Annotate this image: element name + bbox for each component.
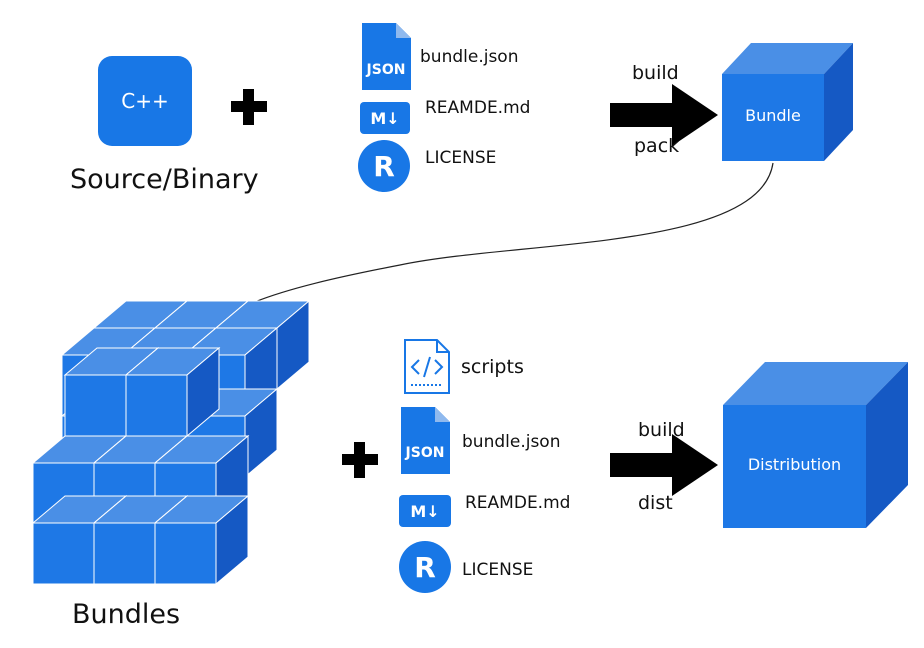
- json-file-icon: JSON: [401, 407, 450, 474]
- markdown-icon: M↓: [399, 495, 451, 527]
- source-label: Source/Binary: [70, 164, 259, 195]
- arrow-label-dist: dist: [638, 492, 673, 514]
- cluster-cube: [153, 494, 250, 586]
- right-arrow-icon: [610, 84, 718, 146]
- r-license-icon: R: [358, 140, 410, 192]
- md-icon-text-bottom: M↓: [410, 502, 439, 521]
- md-label-top: REAMDE.md: [425, 98, 531, 118]
- markdown-icon: M↓: [360, 102, 410, 134]
- cluster-cube: [124, 346, 221, 438]
- license-icon-text: R: [373, 150, 395, 183]
- cpp-file-icon: C++: [98, 56, 192, 146]
- arrow-label-build-top: build: [632, 62, 679, 84]
- cube-icon: [722, 43, 853, 161]
- json-label-top: bundle.json: [420, 47, 519, 67]
- plus-icon: [231, 89, 267, 125]
- license-icon-text-bottom: R: [414, 551, 436, 584]
- json-label-bottom: bundle.json: [462, 432, 561, 452]
- bundle-cube-label: Bundle: [745, 106, 801, 125]
- plus-icon: [342, 442, 378, 478]
- license-label-top: LICENSE: [425, 148, 497, 168]
- code-file-icon: [404, 339, 450, 394]
- arrow-label-pack: pack: [634, 135, 680, 157]
- md-icon-text: M↓: [370, 109, 399, 128]
- distribution-cube-label: Distribution: [747, 455, 842, 474]
- right-arrow-icon: [610, 434, 718, 496]
- bundles-label: Bundles: [72, 599, 181, 630]
- scripts-label: scripts: [461, 356, 524, 378]
- r-license-icon: R: [399, 541, 451, 593]
- cube-cluster-icon: [31, 299, 311, 586]
- cube-icon: [723, 362, 908, 528]
- md-label-bottom: REAMDE.md: [465, 493, 571, 513]
- json-icon-text: JSON: [366, 62, 406, 78]
- arrow-label-build-bottom: build: [638, 419, 685, 441]
- license-label-bottom: LICENSE: [462, 560, 534, 580]
- json-file-icon: JSON: [362, 23, 411, 90]
- cpp-icon-text: C++: [121, 89, 168, 113]
- json-icon-text-bottom: JSON: [405, 445, 445, 461]
